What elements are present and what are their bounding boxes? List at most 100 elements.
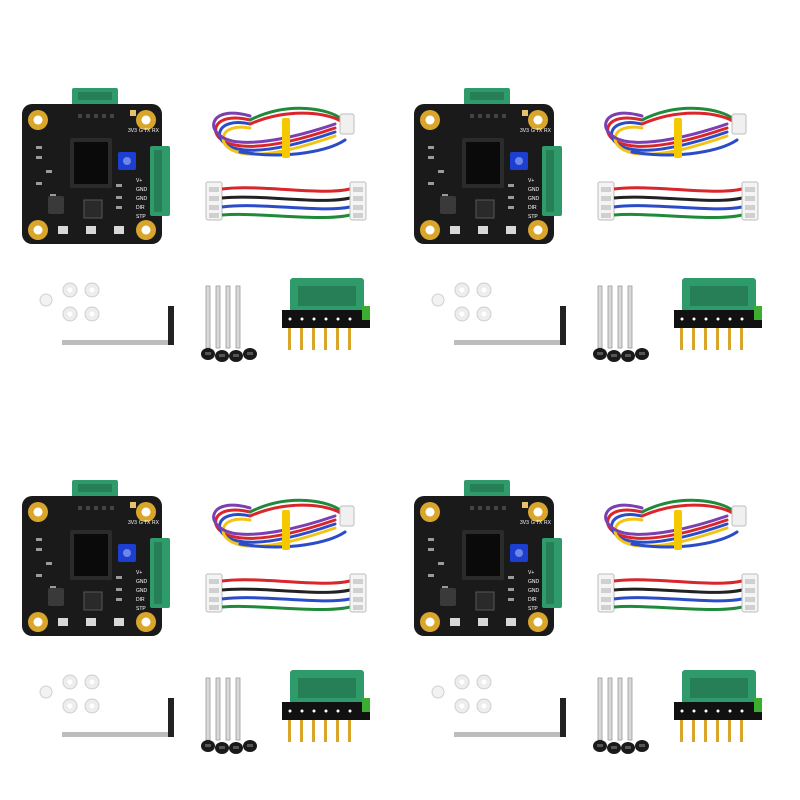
header-label-tx: TX xyxy=(144,128,151,134)
header-label-g: G xyxy=(531,520,535,526)
mounting-pads xyxy=(28,110,156,240)
inductor xyxy=(48,588,64,606)
button-right xyxy=(114,226,124,234)
kit-3: 3V3 G TX RX V+ GND GND DIR STP xyxy=(0,392,390,782)
kit-2: 3V3 G TX RX V+ GND GND DIR STP xyxy=(392,0,782,390)
cable-clip xyxy=(282,118,290,158)
side-label-gnd2: GND xyxy=(528,588,540,594)
mounting-pads xyxy=(420,502,548,632)
white-washers xyxy=(39,282,100,322)
4pin-connector-cable xyxy=(205,573,367,613)
header-label-g: G xyxy=(139,128,143,134)
mounting-screws xyxy=(593,285,649,362)
header-label-tx: TX xyxy=(536,520,543,526)
stepper-driver-board: 3V3 G TX RX V+ GND GND DIR STP xyxy=(22,88,170,244)
driver-chip xyxy=(83,199,103,219)
header-label-rx: RX xyxy=(152,128,160,134)
cable-plug xyxy=(731,113,747,135)
kit-illustration: 3V3 G TX RX V+ GND GND DIR STP xyxy=(22,88,370,362)
side-label-stp: STP xyxy=(136,214,146,220)
cable-clip xyxy=(674,510,682,550)
green-adapter-board xyxy=(674,278,762,350)
green-adapter-board xyxy=(674,670,762,742)
button-middle xyxy=(86,618,96,626)
button-middle xyxy=(478,226,488,234)
inductor xyxy=(440,196,456,214)
4pin-connector-cable xyxy=(597,573,759,613)
rainbow-ribbon-cable xyxy=(604,106,747,158)
driver-chip xyxy=(475,591,495,611)
cable-clip xyxy=(282,510,290,550)
side-label-stp: STP xyxy=(136,606,146,612)
cable-plug xyxy=(339,113,355,135)
stepper-driver-board: 3V3 G TX RX V+ GND GND DIR STP xyxy=(414,88,562,244)
button-middle xyxy=(478,618,488,626)
cable-plug xyxy=(731,505,747,527)
stepper-driver-board: 3V3 G TX RX V+ GND GND DIR STP xyxy=(22,480,170,636)
rainbow-ribbon-cable xyxy=(604,498,747,550)
stepper-driver-board: 3V3 G TX RX V+ GND GND DIR STP xyxy=(414,480,562,636)
side-label-stp: STP xyxy=(528,214,538,220)
side-label-vplus: V+ xyxy=(528,178,534,184)
header-label-g: G xyxy=(139,520,143,526)
hex-key xyxy=(454,306,566,345)
side-label-gnd2: GND xyxy=(528,196,540,202)
hex-key xyxy=(62,698,174,737)
4pin-connector-cable xyxy=(205,181,367,221)
white-washers xyxy=(431,674,492,714)
button-left xyxy=(58,618,68,626)
mounting-screws xyxy=(201,285,257,362)
white-washers xyxy=(431,282,492,322)
side-label-dir: DIR xyxy=(528,597,537,603)
side-label-vplus: V+ xyxy=(528,570,534,576)
cable-clip xyxy=(674,118,682,158)
header-label-3v3: 3V3 xyxy=(128,128,137,134)
kit-illustration: 3V3 G TX RX V+ GND GND DIR STP xyxy=(414,88,762,362)
green-adapter-board xyxy=(282,278,370,350)
hex-key xyxy=(454,698,566,737)
header-label-tx: TX xyxy=(536,128,543,134)
header-label-3v3: 3V3 xyxy=(128,520,137,526)
header-label-tx: TX xyxy=(144,520,151,526)
side-label-gnd2: GND xyxy=(136,196,148,202)
cable-plug xyxy=(339,505,355,527)
button-left xyxy=(450,618,460,626)
driver-chip xyxy=(475,199,495,219)
rainbow-ribbon-cable xyxy=(212,106,355,158)
side-label-gnd2: GND xyxy=(136,588,148,594)
header-label-rx: RX xyxy=(544,128,552,134)
green-adapter-board xyxy=(282,670,370,742)
header-label-3v3: 3V3 xyxy=(520,520,529,526)
button-left xyxy=(450,226,460,234)
header-label-g: G xyxy=(531,128,535,134)
white-washers xyxy=(39,674,100,714)
mounting-pads xyxy=(420,110,548,240)
button-right xyxy=(506,618,516,626)
side-label-gnd1: GND xyxy=(136,579,148,585)
mounting-screws xyxy=(593,677,649,754)
header-label-rx: RX xyxy=(152,520,160,526)
header-label-rx: RX xyxy=(544,520,552,526)
side-label-gnd1: GND xyxy=(528,187,540,193)
kit-illustration: 3V3 G TX RX V+ GND GND DIR STP xyxy=(22,480,370,754)
side-label-vplus: V+ xyxy=(136,570,142,576)
mounting-screws xyxy=(201,677,257,754)
side-label-stp: STP xyxy=(528,606,538,612)
button-left xyxy=(58,226,68,234)
inductor xyxy=(440,588,456,606)
button-right xyxy=(114,618,124,626)
header-label-3v3: 3V3 xyxy=(520,128,529,134)
rainbow-ribbon-cable xyxy=(212,498,355,550)
button-middle xyxy=(86,226,96,234)
side-label-dir: DIR xyxy=(528,205,537,211)
kit-illustration: 3V3 G TX RX V+ GND GND DIR STP xyxy=(414,480,762,754)
inductor xyxy=(48,196,64,214)
kit-1: 3V3 G TX RX V+ GND GND DIR STP xyxy=(0,0,390,390)
side-label-dir: DIR xyxy=(136,597,145,603)
kit-4: 3V3 G TX RX V+ GND GND DIR STP xyxy=(392,392,782,782)
mounting-pads xyxy=(28,502,156,632)
side-label-gnd1: GND xyxy=(136,187,148,193)
button-right xyxy=(506,226,516,234)
side-label-dir: DIR xyxy=(136,205,145,211)
side-label-vplus: V+ xyxy=(136,178,142,184)
